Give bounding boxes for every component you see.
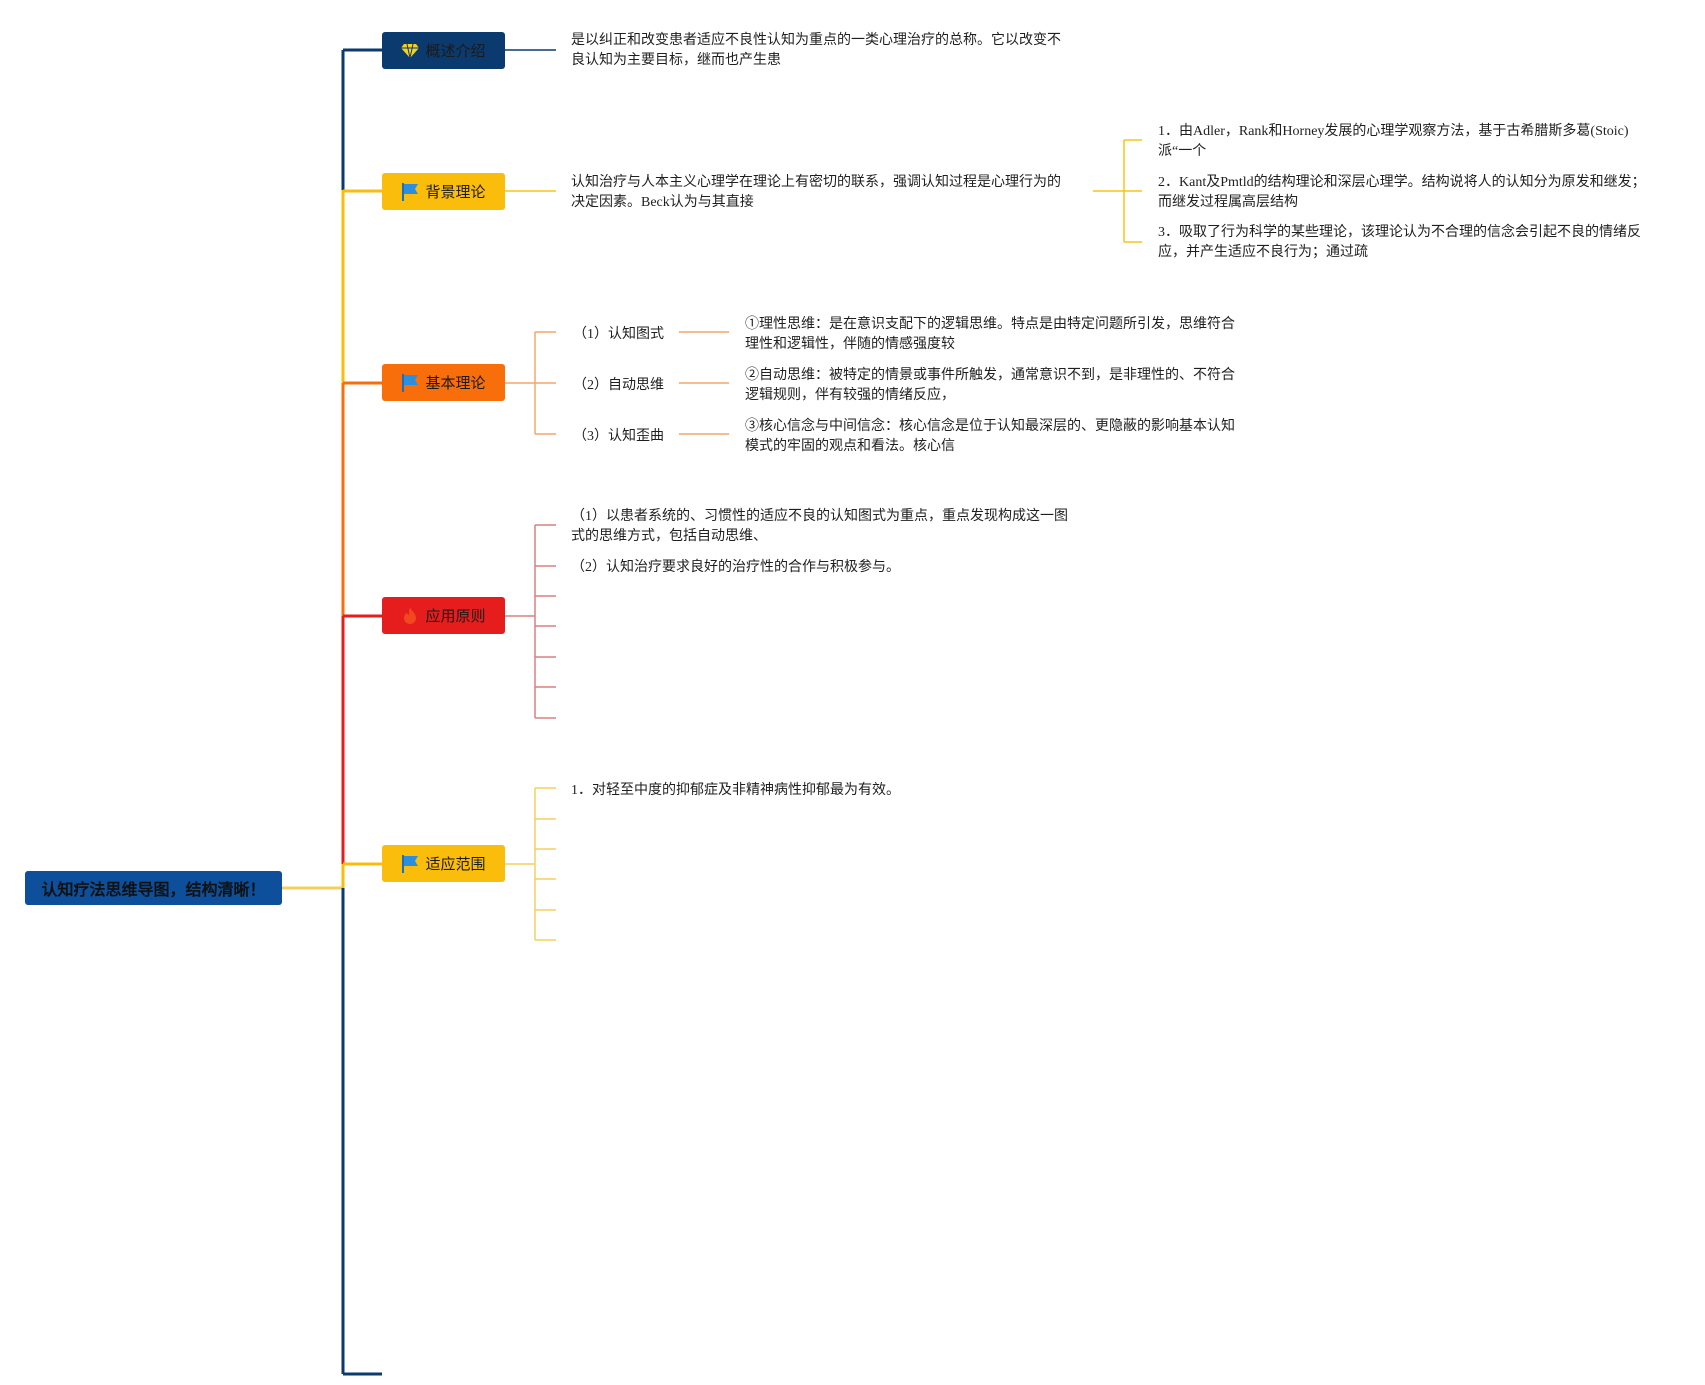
principle-item[interactable]: （2）认知治疗要求良好的治疗性的合作与积极参与。	[571, 560, 900, 575]
background-subitem[interactable]: 2．Kant及Pmtld的结构理论和深层心理学。结构说将人的认知分为原发和继发；…	[1158, 175, 1646, 210]
background-subitem[interactable]: 3．吸取了行为科学的某些理论，该理论认为不合理的信念会引起不良的情绪反应，并产生…	[1158, 225, 1641, 260]
flag-icon	[401, 854, 419, 873]
basic-detail[interactable]: ③核心信念与中间信念：核心信念是位于认知最深层的、更隐蔽的影响基本认知模式的牢固…	[745, 419, 1235, 454]
branch-label: 应用原则	[425, 607, 486, 625]
branch-basic-theory[interactable]: 基本理论	[382, 364, 505, 401]
basic-item[interactable]: （2）自动思维	[573, 378, 664, 393]
branch-label: 背景理论	[425, 183, 486, 201]
root-node[interactable]: 认知疗法思维导图，结构清晰！	[25, 871, 282, 905]
flame-icon	[401, 606, 419, 625]
basic-item[interactable]: （1）认知图式	[573, 327, 664, 342]
background-text[interactable]: 认知治疗与人本主义心理学在理论上有密切的联系，强调认知过程是心理行为的决定因素。…	[571, 175, 1061, 210]
branch-background[interactable]: 背景理论	[382, 173, 505, 210]
basic-detail[interactable]: ②自动思维：被特定的情景或事件所触发，通常意识不到，是非理性的、不符合逻辑规则，…	[745, 368, 1235, 403]
background-subitem[interactable]: 1．由Adler，Rank和Horney发展的心理学观察方法，基于古希腊斯多葛(…	[1158, 124, 1629, 159]
basic-item[interactable]: （3）认知歪曲	[573, 429, 664, 444]
branch-principles[interactable]: 应用原则	[382, 597, 505, 634]
diamond-icon	[401, 42, 420, 60]
flag-icon	[401, 373, 419, 392]
branch-scope[interactable]: 适应范围	[382, 845, 505, 882]
principle-item[interactable]: （1）以患者系统的、习惯性的适应不良的认知图式为重点，重点发现构成这一图式的思维…	[571, 509, 1068, 544]
flag-icon	[401, 182, 419, 201]
scope-item[interactable]: 1．对轻至中度的抑郁症及非精神病性抑郁最为有效。	[571, 783, 900, 798]
root-label: 认知疗法思维导图，结构清晰！	[41, 880, 266, 899]
branch-overview[interactable]: 概述介绍	[382, 32, 505, 69]
overview-text[interactable]: 是以纠正和改变患者适应不良性认知为重点的一类心理治疗的总称。它以改变不良认知为主…	[571, 33, 1061, 68]
basic-detail[interactable]: ①理性思维：是在意识支配下的逻辑思维。特点是由特定问题所引发，思维符合理性和逻辑…	[745, 317, 1235, 352]
branch-label: 概述介绍	[425, 42, 486, 60]
branch-label: 适应范围	[425, 855, 486, 873]
branch-label: 基本理论	[425, 374, 486, 392]
